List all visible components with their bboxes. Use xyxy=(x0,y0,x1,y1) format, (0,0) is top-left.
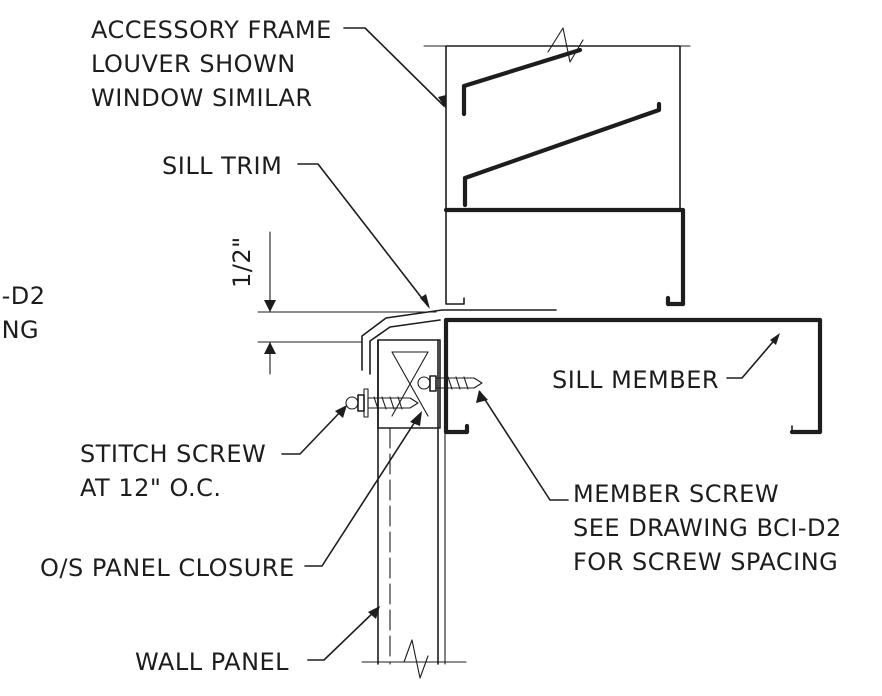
leader-wall-panel xyxy=(307,607,379,661)
callout-labels: ACCESSORY FRAME LOUVER SHOWN WINDOW SIMI… xyxy=(0,16,842,676)
louver-blade-upper xyxy=(461,47,583,117)
accessory-frame-label-line1: ACCESSORY FRAME xyxy=(91,16,332,44)
member-screw-label-line2: SEE DRAWING BCI-D2 xyxy=(573,514,842,542)
stitch-screw-threads xyxy=(373,396,403,410)
frame-base-left-return xyxy=(445,209,465,305)
sill-member-left-lip xyxy=(443,423,470,435)
leader-arrow-icon xyxy=(770,333,780,345)
leader-lines xyxy=(281,27,780,661)
dimension-arrow-down-icon xyxy=(264,300,276,312)
sill-trim-profile xyxy=(361,309,557,371)
sill-member xyxy=(443,317,823,435)
leader-arrow-icon xyxy=(476,390,488,403)
louver-blade-lower xyxy=(462,101,662,208)
leader-arrow-icon xyxy=(335,405,347,418)
sill-member-channel xyxy=(443,317,823,435)
dimension-half-inch: 1/2" xyxy=(228,231,437,375)
member-screw-head-icon xyxy=(417,376,431,390)
stitch-screw-head-icon xyxy=(345,396,359,410)
leader-arrow-icon xyxy=(420,294,430,309)
stitch-screw-label-line2: AT 12" O.C. xyxy=(80,474,221,502)
leader-arrow-icon xyxy=(410,411,422,426)
wall-panel-break-mark xyxy=(403,639,429,679)
member-screw-shank xyxy=(435,377,483,389)
dimension-arrow-up-icon xyxy=(264,342,276,354)
leader-accessory-frame xyxy=(343,27,445,107)
member-screw-washer xyxy=(429,375,437,392)
sill-trim-inner-edge xyxy=(369,319,441,375)
member-screw-label-line3: FOR SCREW SPACING xyxy=(573,548,838,576)
member-screw xyxy=(417,375,483,392)
stitch-screw-shank xyxy=(367,397,419,409)
accessory-frame-label-line3: WINDOW SIMILAR xyxy=(91,84,313,112)
leader-member-screw xyxy=(479,391,569,501)
leader-panel-closure xyxy=(304,413,421,567)
left-cut-label-line1: I-D2 xyxy=(0,282,46,310)
frame-base-right-return xyxy=(665,295,686,307)
sill-member-label: SILL MEMBER xyxy=(552,366,719,394)
frame-outline xyxy=(445,45,681,211)
member-screw-label-line1: MEMBER SCREW xyxy=(573,480,779,508)
accessory-frame-label-line2: LOUVER SHOWN xyxy=(91,50,296,78)
wall-panel-label: WALL PANEL xyxy=(135,648,289,676)
leader-stitch-screw xyxy=(281,407,345,455)
member-screw-threads xyxy=(447,376,469,390)
accessory-frame xyxy=(423,27,691,307)
closure-hatch-line xyxy=(391,351,429,417)
stitch-screw-label-line1: STITCH SCREW xyxy=(80,440,266,468)
leader-sill-member xyxy=(726,335,779,379)
leader-arrow-icon xyxy=(368,606,380,619)
stitch-screw xyxy=(345,388,419,418)
panel-closure-label: O/S PANEL CLOSURE xyxy=(40,554,295,582)
sill-trim xyxy=(361,309,557,375)
leader-arrow-icon xyxy=(438,95,446,109)
leader-sill-trim xyxy=(297,163,429,307)
dimension-label: 1/2" xyxy=(228,236,256,288)
left-cut-label-line2: ING xyxy=(0,316,39,344)
frame-base-box xyxy=(443,207,686,307)
sill-trim-label: SILL TRIM xyxy=(162,152,282,180)
stitch-screw-washer xyxy=(357,394,365,412)
